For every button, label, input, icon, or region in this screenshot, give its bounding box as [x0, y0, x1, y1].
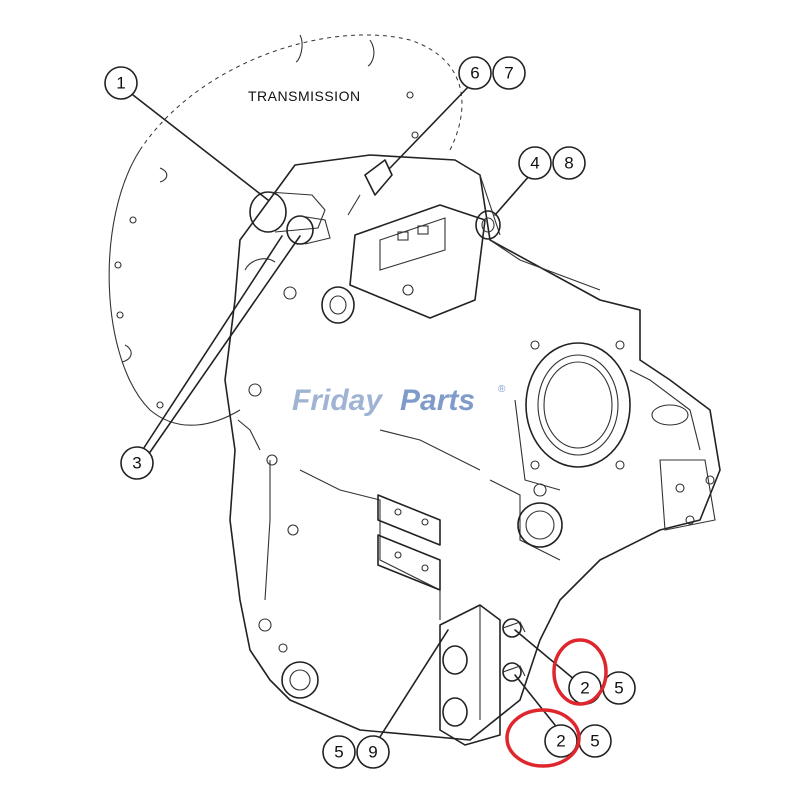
watermark-friday-text: Friday	[292, 384, 383, 417]
mounting-brackets	[377, 494, 441, 591]
svg-text:5: 5	[590, 732, 599, 751]
bottom-valve-block	[439, 604, 526, 746]
callout-4: 4	[518, 146, 552, 180]
svg-text:7: 7	[504, 64, 513, 83]
svg-text:2: 2	[580, 679, 589, 698]
svg-text:9: 9	[368, 743, 377, 762]
callout-2-lower: 2	[544, 724, 578, 758]
plugs	[249, 191, 331, 245]
callout-9: 9	[356, 735, 390, 769]
callout-8: 8	[552, 146, 586, 180]
callout-5-bottom: 5	[322, 735, 356, 769]
svg-text:1: 1	[116, 74, 125, 93]
watermark-parts-text: Parts	[400, 384, 475, 417]
svg-text:2: 2	[556, 732, 565, 751]
callout-7: 7	[492, 56, 526, 90]
fridayparts-watermark: Friday Parts ®	[292, 384, 506, 417]
svg-text:3: 3	[132, 454, 141, 473]
callout-1: 1	[104, 66, 138, 100]
transmission-label: TRANSMISSION	[248, 88, 361, 104]
svg-text:5: 5	[334, 743, 343, 762]
svg-text:5: 5	[614, 679, 623, 698]
transmission-housing	[224, 154, 721, 741]
callout-5-lower: 5	[578, 724, 612, 758]
callout-5-upper: 5	[602, 671, 636, 705]
callout-6: 6	[458, 56, 492, 90]
svg-text:8: 8	[564, 154, 573, 173]
bottom-port	[281, 661, 319, 699]
svg-text:4: 4	[530, 154, 539, 173]
control-valve	[321, 204, 501, 324]
output-port	[525, 340, 689, 470]
sensor	[347, 159, 393, 216]
highlight-callout-2-upper	[552, 638, 608, 706]
callout-3: 3	[120, 446, 154, 480]
highlight-callout-2-lower	[505, 708, 581, 768]
leader-lines	[132, 84, 576, 741]
watermark-registered-mark: ®	[498, 384, 506, 395]
svg-text:6: 6	[470, 64, 479, 83]
side-port	[517, 502, 563, 548]
transmission-flange: TRANSMISSION	[108, 34, 463, 426]
